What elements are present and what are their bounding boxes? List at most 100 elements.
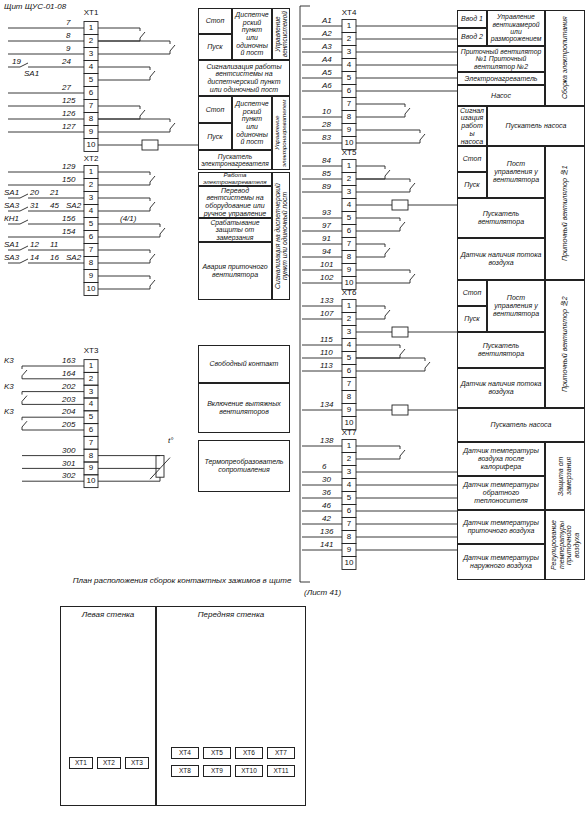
cell-text: XT11 [273,767,288,774]
cell-text: XT5 [211,749,223,756]
relay-coil [392,327,408,337]
relay-coil [142,140,158,150]
wire [302,143,342,144]
cell-text: Защита от замерзания [557,445,572,507]
wire-label: 107 [320,309,333,319]
panel-border [300,582,310,583]
contact [356,345,400,358]
wire-label: 115 [320,335,333,345]
wire-label: 12 [30,240,39,250]
terminal-block-box: XT9 [203,765,231,777]
wire-label: t° [168,436,173,446]
contact-blade [150,202,155,208]
wire [302,52,342,53]
contact [356,358,425,371]
terminal-cell [342,238,356,251]
terminal-cell [84,475,98,488]
wire-label: 85 [322,169,331,179]
contact-blade [405,108,410,114]
description-cell: Стоп [198,8,232,34]
cell-text: Пост управления у вентилятора [490,160,542,183]
wire-label: 127 [62,122,75,132]
terminal-number: 9 [84,463,98,473]
wire [302,179,342,180]
terminal-cell [342,98,356,111]
contact-blade [400,450,405,456]
terminal-cell [84,139,98,152]
wire-label: 202 [62,382,75,392]
wire [302,270,342,271]
description-cell: Пост управления у вентилятора [487,146,545,198]
wire-label: A6 [322,81,332,91]
description-cell: Датчик наличия потока воздуха [457,238,545,280]
wire-label: 21 [50,188,59,198]
description-cell: Датчик температуры обратного теплоносите… [457,476,545,510]
wire [8,224,20,225]
wire-label: 150 [62,175,75,185]
wire-label: 91 [322,234,331,244]
terminal-number: 5 [84,412,98,422]
wire [302,345,342,346]
wire-label: 36 [322,488,331,498]
terminal-number: 3 [342,467,356,477]
cell-text: Датчик наличия потока воздуха [460,380,542,395]
wall-region: Передняя стенкаXT4XT5XT6XT7XT8XT9XT10XT1… [156,606,306,806]
terminal-number: 8 [342,392,356,402]
resistor-symbol [156,456,164,478]
description-cell: Приточный вентилятор №1 Приточный вентил… [457,46,545,72]
contact-blade [150,254,155,260]
terminal-number: 9 [342,265,356,275]
terminal-number: 6 [342,86,356,96]
cell-text: XT10 [241,767,257,774]
wire-label: 94 [322,247,331,257]
terminal-number: 10 [84,284,98,294]
wire-label: 129 [62,162,75,172]
wire-label: 204 [62,407,75,417]
terminal-number: 10 [84,140,98,150]
wire-label: 46 [322,501,331,511]
block-name: XT3 [81,346,101,356]
cell-text: Стоп [206,17,225,25]
wire-label: 30 [322,475,331,485]
wire [98,456,160,482]
description-cell: Свободный контакт [198,345,290,383]
contact-blade [410,183,415,189]
contact [22,392,23,395]
wire-label: 45 [50,201,59,211]
terminal-number: 6 [342,506,356,516]
terminal-cell [342,557,356,570]
wire [8,211,20,212]
terminal-number: 10 [342,138,356,148]
description-cell: Приточный вентилятор №2 [545,280,585,408]
terminal-number: 7 [342,239,356,249]
wire [8,250,20,251]
wire [28,224,84,225]
wire [302,537,342,538]
contact-blade [385,248,390,254]
terminal-number: 7 [84,101,98,111]
wire-label: (Лист 41) [304,588,341,598]
wire-label: A5 [322,68,332,78]
wire [302,257,342,258]
wire [356,91,457,92]
terminal-number: 8 [342,532,356,542]
wire [8,237,84,238]
description-cell: Ввод 2 [457,28,487,46]
wire [22,468,84,469]
wire-label: 89 [322,182,331,192]
terminal-number: 2 [342,314,356,324]
wire [302,283,342,284]
wire-label: 113 [320,361,333,371]
terminal-cell [84,87,98,100]
description-cell: Диспетчерский пункт или одиночный пост [232,8,272,60]
wire-label: 27 [62,83,71,93]
terminal-cell [84,166,98,179]
terminal-number: 4 [342,340,356,350]
terminal-block-box: XT4 [171,747,199,759]
wire [408,205,457,206]
terminal-block-box: XT1 [69,757,93,769]
description-cell: Пуск [198,123,232,150]
terminal-number: 2 [84,180,98,190]
terminal-cell [84,61,98,74]
